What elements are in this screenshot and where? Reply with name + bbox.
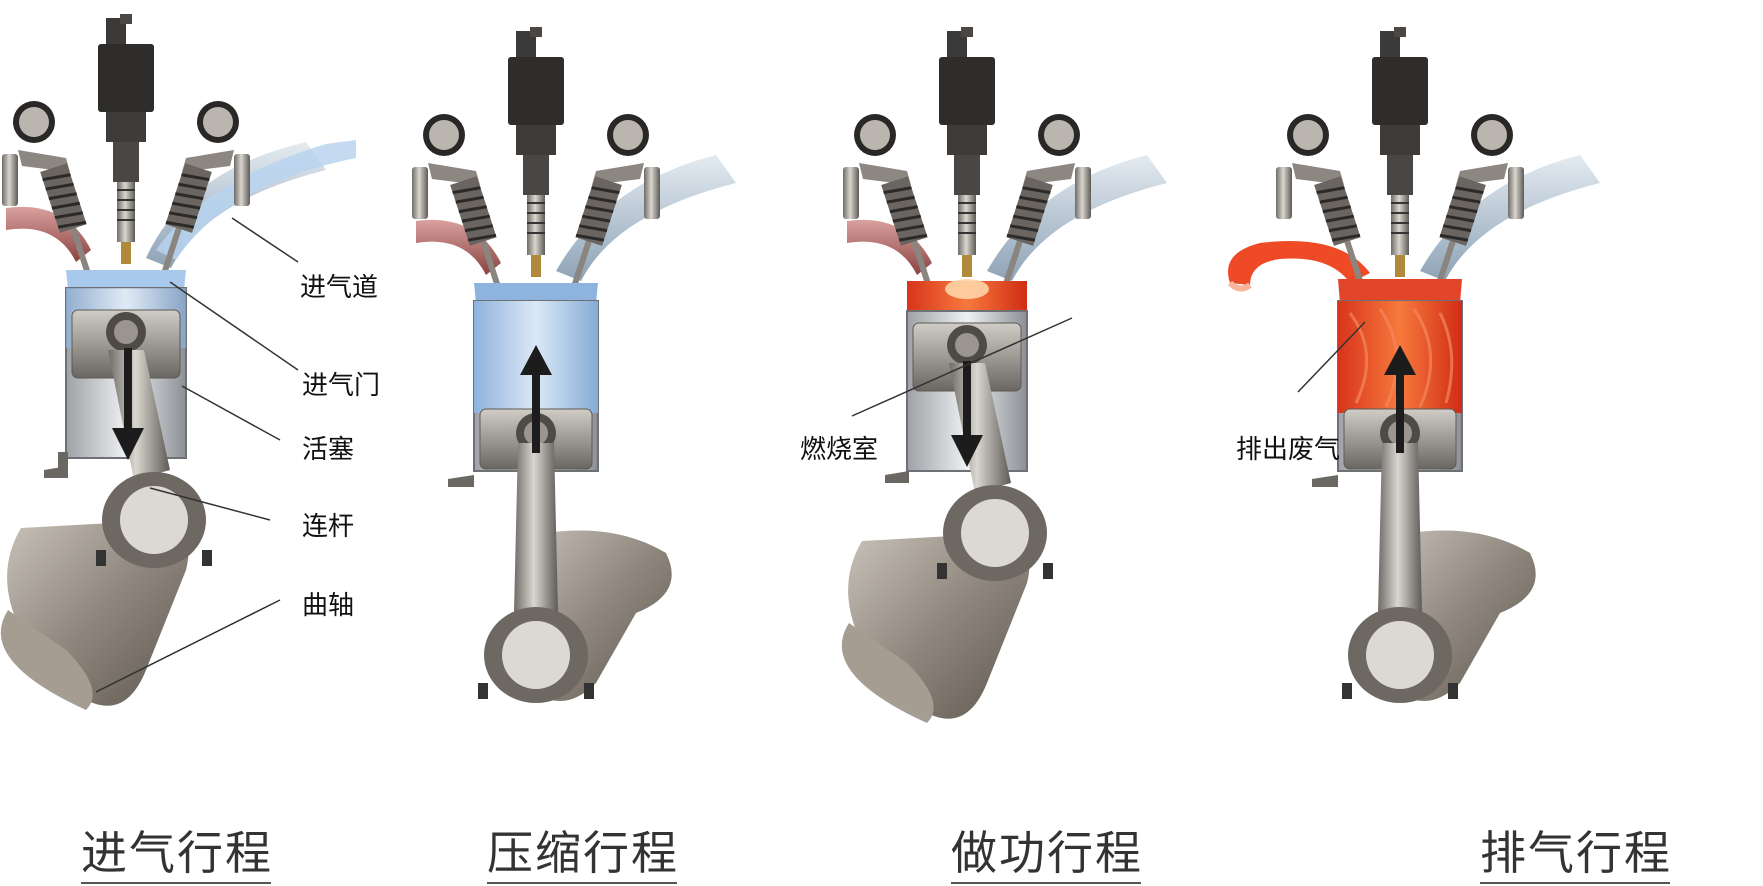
label-piston: 活塞 bbox=[302, 435, 355, 465]
title-underline bbox=[81, 882, 271, 884]
stroke-panel-intake bbox=[0, 12, 356, 710]
title-exhaust-stroke: 排气行程 bbox=[1480, 826, 1672, 880]
label-crankshaft: 曲轴 bbox=[302, 591, 355, 621]
title-underline bbox=[487, 882, 677, 884]
label-connecting-rod: 连杆 bbox=[302, 512, 355, 542]
stroke-panel-compression bbox=[410, 25, 736, 703]
title-underline bbox=[1480, 882, 1670, 884]
title-underline bbox=[951, 882, 1141, 884]
title-intake-stroke: 进气行程 bbox=[81, 826, 273, 880]
stroke-panel-exhaust bbox=[1227, 25, 1600, 703]
title-power-stroke: 做功行程 bbox=[951, 826, 1143, 880]
leader-lines bbox=[95, 217, 1366, 693]
label-combustion-chamber: 燃烧室 bbox=[800, 435, 879, 465]
title-compression-stroke: 压缩行程 bbox=[487, 826, 679, 880]
stroke-panel-power bbox=[841, 25, 1167, 723]
label-exhaust-gas: 排出废气 bbox=[1236, 435, 1341, 465]
label-intake-port: 进气道 bbox=[300, 273, 379, 303]
label-intake-valve: 进气门 bbox=[302, 371, 381, 401]
